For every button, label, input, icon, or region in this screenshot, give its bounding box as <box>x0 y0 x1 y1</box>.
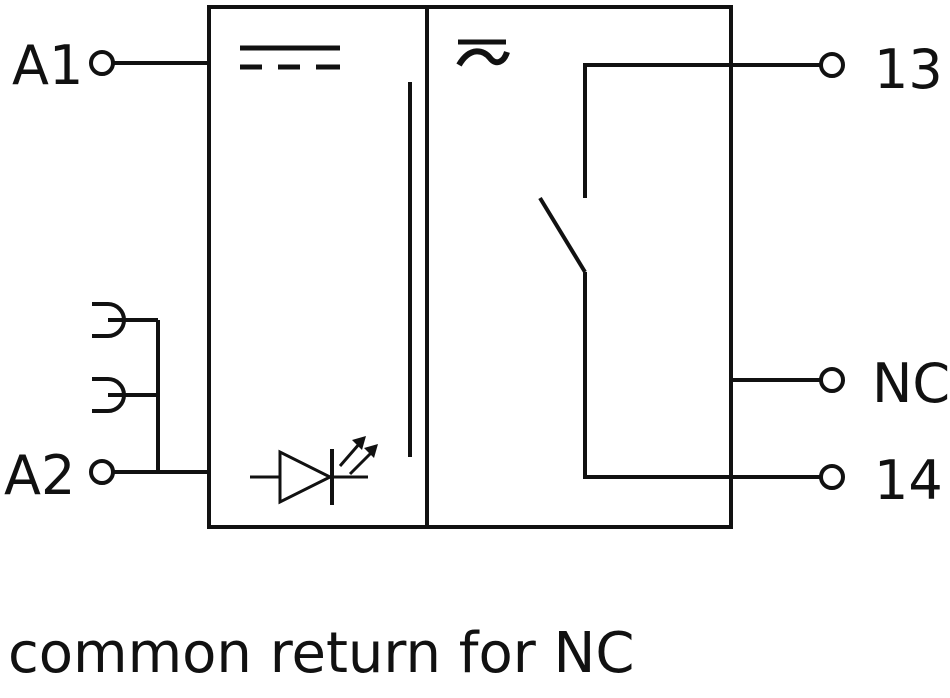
a1-label: A1 <box>12 34 83 97</box>
nc-terminal[interactable] <box>819 367 845 393</box>
led-icon <box>250 436 378 505</box>
module-housing <box>207 5 733 529</box>
t13-terminal[interactable] <box>819 52 845 78</box>
ac-tilde-icon <box>456 39 510 67</box>
a1-terminal[interactable] <box>89 50 115 76</box>
t14-label: 14 <box>874 449 943 512</box>
dc-current-icon <box>240 45 340 70</box>
common-return-bus <box>92 302 160 472</box>
t14-terminal[interactable] <box>819 464 845 490</box>
t13-label: 13 <box>874 38 943 101</box>
switch-contact-icon <box>538 63 820 479</box>
a2-label: A2 <box>4 444 75 507</box>
a2-terminal[interactable] <box>89 459 115 485</box>
nc-label: NC <box>872 352 950 415</box>
caption: common return for NC <box>8 621 635 686</box>
